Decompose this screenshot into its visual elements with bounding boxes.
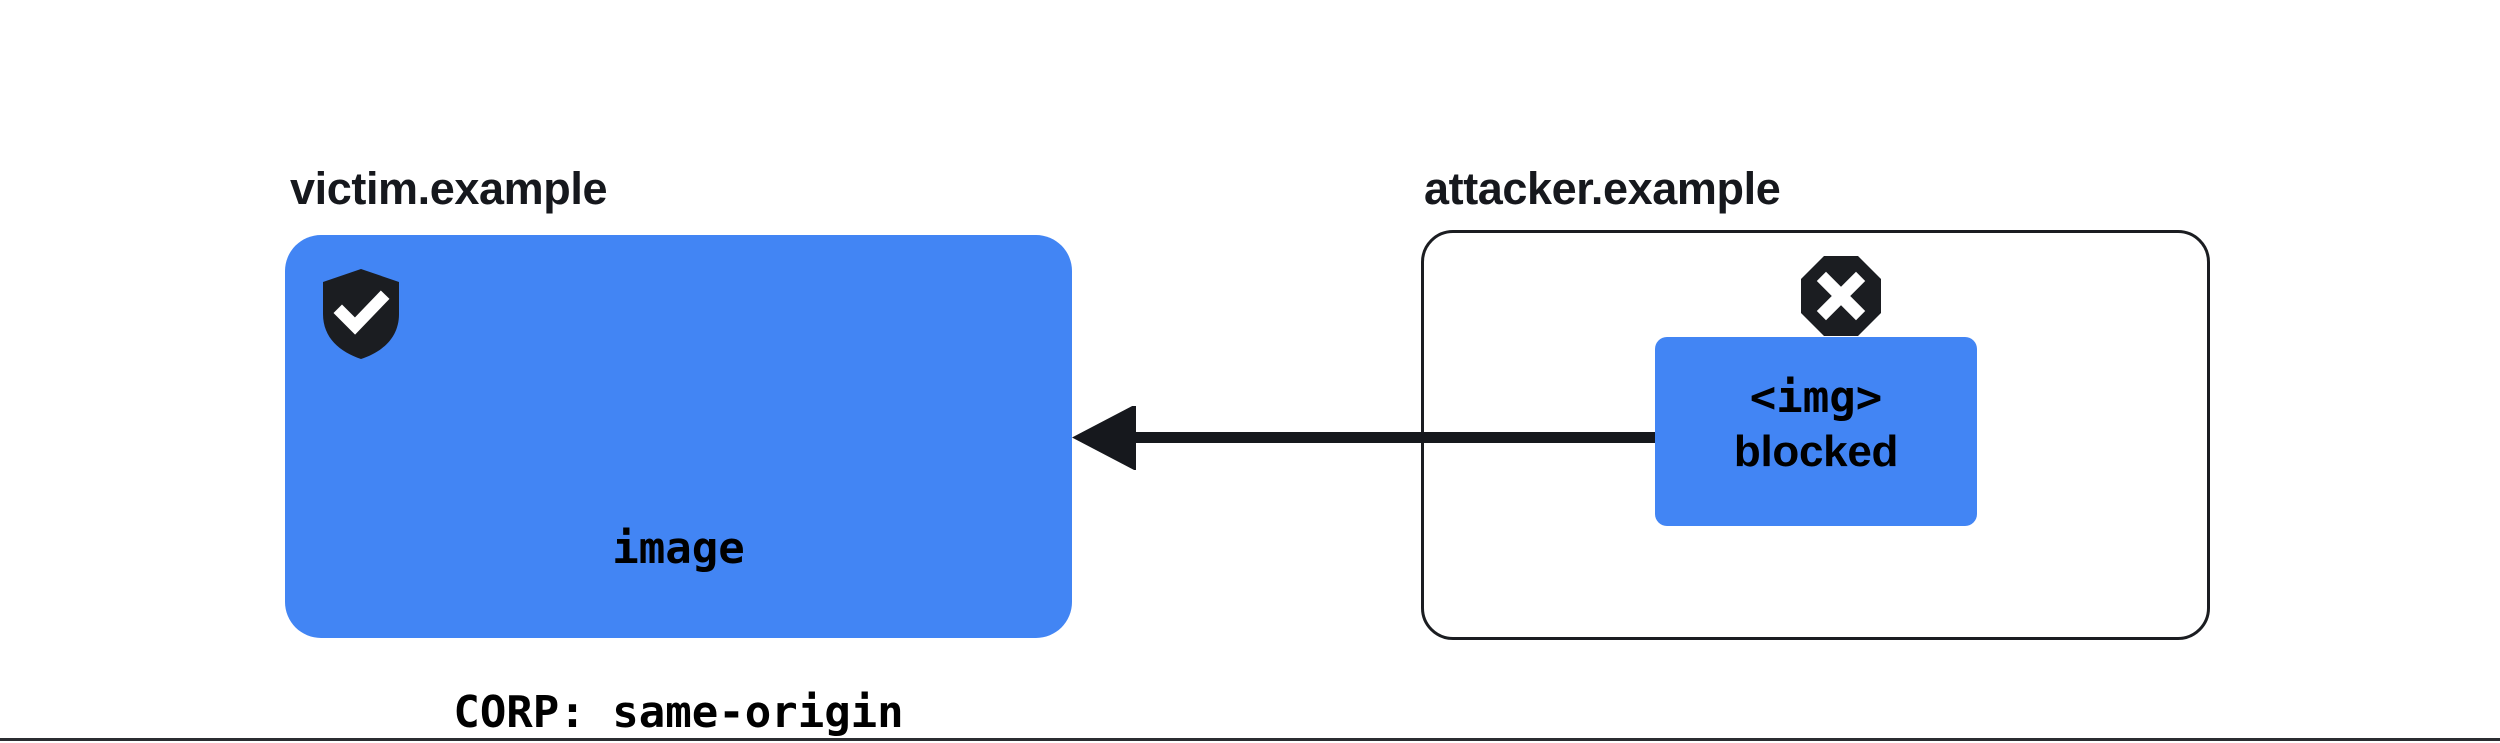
shield-check-icon [320,268,402,360]
arrow-left-icon [1060,404,1670,471]
img-tag-label: <img> [1749,372,1883,423]
victim-corp-header: CORP: same-origin [453,686,904,738]
victim-origin-panel: image CORP: same-origin [285,235,1072,738]
victim-resource-name: image [612,523,745,575]
attacker-img-element-box: <img> blocked [1655,337,1977,526]
attacker-origin-label: attacker.example [1424,163,1781,214]
victim-origin-label: victim.example [290,163,608,214]
octagon-x-icon [1799,254,1883,338]
img-blocked-status: blocked [1733,426,1899,476]
bottom-divider [0,738,2500,741]
victim-resource-text: image CORP: same-origin [285,413,1072,743]
attacker-img-box-text: <img> blocked [1655,371,1977,478]
